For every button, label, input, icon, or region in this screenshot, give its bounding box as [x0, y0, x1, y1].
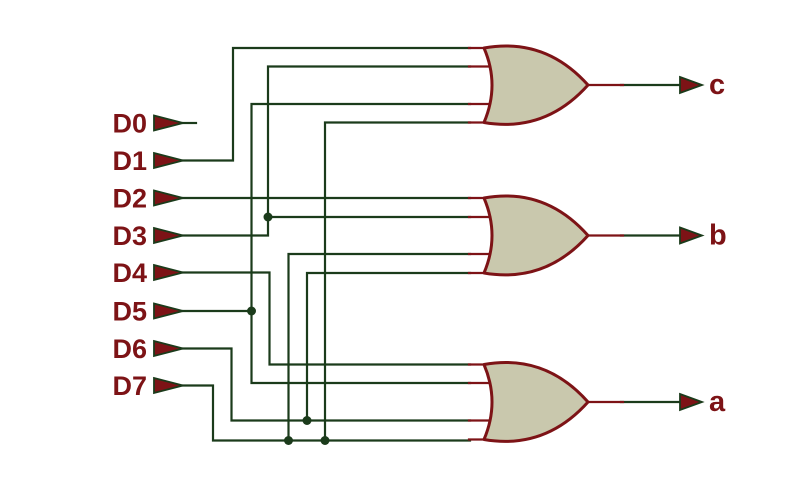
input-arrow-icon: [153, 376, 187, 395]
input-pin-d4: D4: [112, 258, 187, 288]
wire-d7-to-gate-a: [181, 384, 472, 442]
wire-d1-to-gate-c: [181, 46, 472, 162]
output-label-c: c: [709, 69, 725, 101]
output-pin-a: a: [679, 386, 726, 418]
input-label-d4: D4: [112, 258, 147, 288]
input-label-d1: D1: [112, 146, 147, 176]
or-gates: [482, 44, 590, 443]
output-arrow-icon: [679, 226, 705, 245]
junction-dots: [247, 212, 330, 445]
output-pin-b: b: [679, 220, 727, 252]
input-pin-d0: D0: [112, 109, 187, 139]
input-label-d6: D6: [112, 334, 147, 364]
or-gate-b: [482, 194, 590, 277]
or-gate-a: [482, 360, 590, 443]
output-pins: c b a: [679, 69, 727, 418]
output-arrow-icon: [679, 392, 705, 412]
wire-d6-to-gate-a: [181, 347, 472, 422]
input-pin-d6: D6: [112, 334, 187, 364]
junction-dot-d7-c: [320, 436, 330, 445]
or-gate-c: [482, 44, 590, 126]
input-arrow-icon: [153, 226, 187, 245]
input-arrow-icon: [153, 151, 187, 170]
input-pin-d3: D3: [112, 221, 187, 251]
input-pin-d7: D7: [112, 371, 187, 401]
wires: [181, 46, 682, 442]
input-label-d5: D5: [112, 297, 147, 327]
wire-d6-branch-to-gate-b: [305, 271, 472, 422]
wire-d4-to-gate-a: [181, 271, 472, 366]
junction-dot-d3: [263, 212, 273, 222]
input-label-d7: D7: [112, 371, 147, 401]
input-label-d0: D0: [112, 109, 147, 139]
input-label-d2: D2: [112, 184, 147, 214]
junction-dot-d5: [247, 306, 256, 316]
junction-dot-d7-b: [284, 436, 293, 445]
output-arrow-icon: [679, 75, 705, 95]
output-label-a: a: [709, 386, 726, 418]
input-arrow-icon: [153, 263, 187, 282]
input-arrow-icon: [153, 339, 187, 358]
output-pin-c: c: [679, 69, 725, 101]
input-arrow-icon: [153, 114, 187, 132]
input-arrow-icon: [153, 189, 187, 207]
wire-d7-branch-to-gate-b: [287, 252, 472, 442]
junction-dot-d6: [302, 416, 312, 425]
input-pins: D0 D1 D2 D3 D4 D5: [112, 109, 187, 401]
input-pin-d1: D1: [112, 146, 187, 176]
input-arrow-icon: [153, 302, 187, 320]
output-label-b: b: [709, 220, 727, 252]
wire-d3-to-gate-c: [181, 65, 472, 237]
input-pin-d2: D2: [112, 184, 187, 214]
input-pin-d5: D5: [112, 297, 187, 327]
wire-d7-branch-to-gate-c: [323, 121, 472, 442]
wire-d5-to-gate-c-and-a: [250, 102, 472, 385]
input-label-d3: D3: [112, 221, 147, 251]
